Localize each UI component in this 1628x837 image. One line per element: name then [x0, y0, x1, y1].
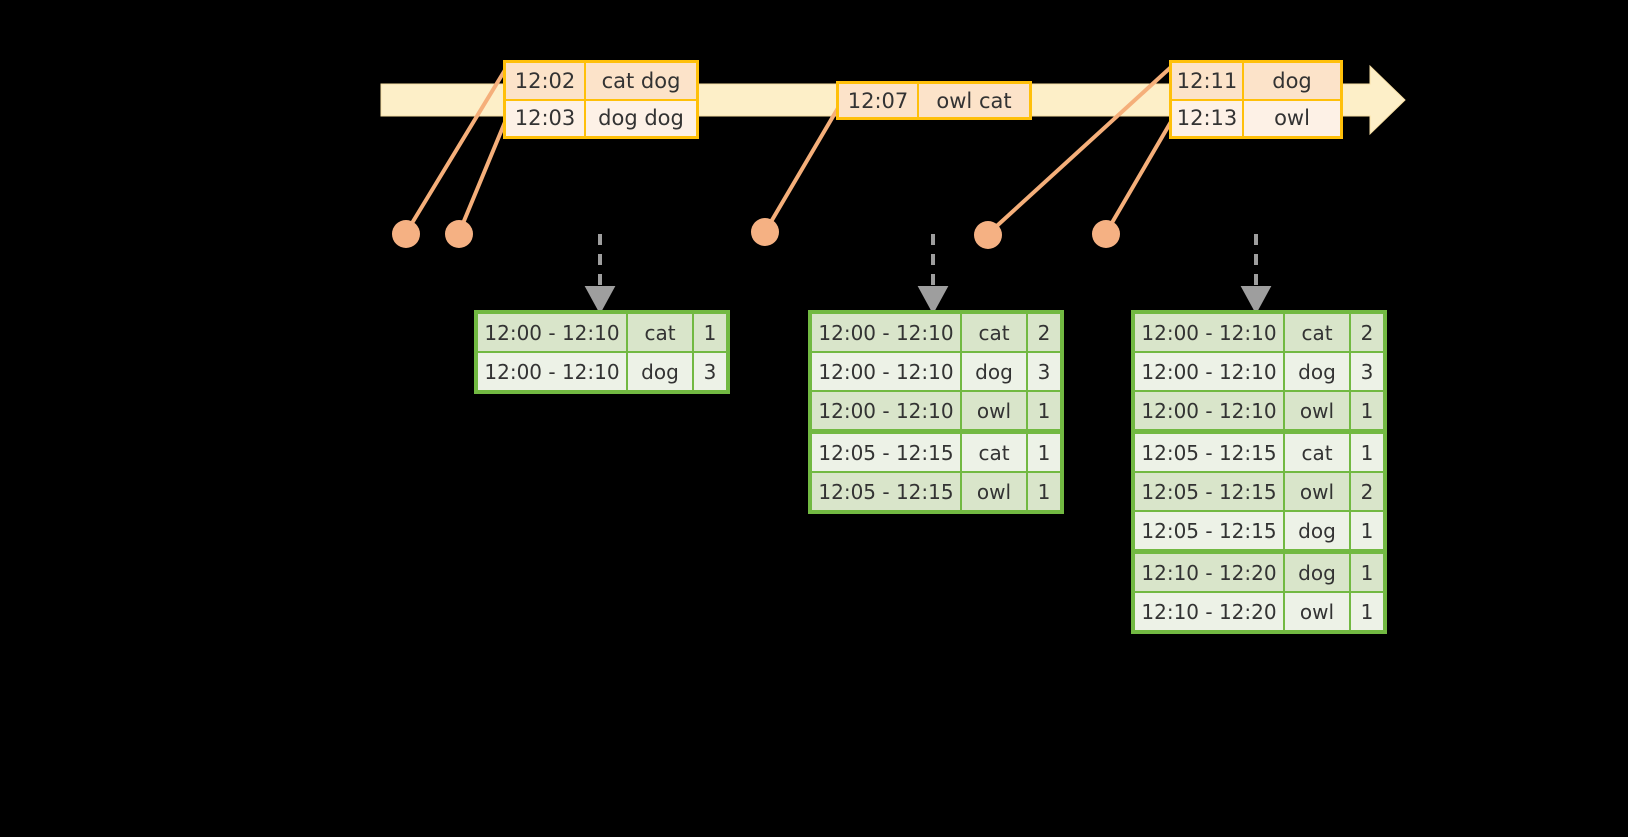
event-box-3: 12:11 dog 12:13 owl [1169, 60, 1343, 139]
count-cell: 2 [1028, 314, 1060, 351]
count-cell: 1 [1351, 512, 1383, 549]
event-words: owl [1244, 100, 1340, 136]
event-dot [974, 221, 1002, 249]
window-cell: 12:05 - 12:15 [812, 434, 960, 471]
event-time: 12:02 [506, 63, 586, 99]
word-cell: cat [962, 434, 1026, 471]
window-cell: 12:00 - 12:10 [1135, 314, 1283, 351]
window-cell: 12:00 - 12:10 [478, 353, 626, 390]
window-cell: 12:00 - 12:10 [1135, 392, 1283, 429]
count-cell: 3 [1028, 353, 1060, 390]
word-cell: cat [962, 314, 1026, 351]
event-dot [751, 218, 779, 246]
word-cell: dog [1285, 554, 1349, 591]
window-cell: 12:10 - 12:20 [1135, 554, 1283, 591]
event-words: cat dog [586, 63, 696, 99]
window-cell: 12:00 - 12:10 [812, 392, 960, 429]
count-cell: 2 [1351, 314, 1383, 351]
count-cell: 2 [1351, 473, 1383, 510]
word-cell: owl [962, 473, 1026, 510]
event-words: dog [1244, 63, 1340, 99]
window-cell: 12:05 - 12:15 [1135, 473, 1283, 510]
event-time: 12:13 [1172, 100, 1244, 136]
window-cell: 12:05 - 12:15 [1135, 512, 1283, 549]
emit-arrow [1240, 234, 1272, 315]
event-words: dog dog [586, 100, 696, 136]
word-cell: owl [962, 392, 1026, 429]
emit-arrows [584, 234, 1272, 315]
word-cell: owl [1285, 593, 1349, 630]
count-cell: 3 [694, 353, 726, 390]
event-box-2: 12:07 owl cat [836, 81, 1032, 120]
event-row: 12:13 owl [1172, 98, 1340, 136]
event-time: 12:03 [506, 100, 586, 136]
event-time: 12:07 [839, 84, 919, 117]
event-dot [392, 220, 420, 248]
count-cell: 1 [1028, 392, 1060, 429]
event-dot [1092, 220, 1120, 248]
word-cell: dog [1285, 353, 1349, 390]
count-cell: 1 [1351, 593, 1383, 630]
window-cell: 12:05 - 12:15 [812, 473, 960, 510]
window-cell: 12:00 - 12:10 [812, 314, 960, 351]
event-words: owl cat [919, 84, 1029, 117]
word-cell: cat [628, 314, 692, 351]
word-cell: cat [1285, 434, 1349, 471]
word-cell: owl [1285, 473, 1349, 510]
count-cell: 1 [1028, 473, 1060, 510]
event-box-1: 12:02 cat dog 12:03 dog dog [503, 60, 699, 139]
event-row: 12:02 cat dog [506, 63, 696, 99]
word-cell: dog [962, 353, 1026, 390]
count-cell: 1 [1351, 434, 1383, 471]
window-cell: 12:00 - 12:10 [1135, 353, 1283, 390]
word-cell: owl [1285, 392, 1349, 429]
word-cell: dog [628, 353, 692, 390]
event-row: 12:11 dog [1172, 63, 1340, 99]
event-time: 12:11 [1172, 63, 1244, 99]
emit-arrow [917, 234, 949, 315]
event-row: 12:03 dog dog [506, 98, 696, 136]
count-cell: 1 [1351, 554, 1383, 591]
emit-arrow [584, 234, 616, 315]
word-cell: cat [1285, 314, 1349, 351]
window-cell: 12:00 - 12:10 [478, 314, 626, 351]
window-cell: 12:10 - 12:20 [1135, 593, 1283, 630]
word-cell: dog [1285, 512, 1349, 549]
count-cell: 1 [1028, 434, 1060, 471]
count-cell: 1 [694, 314, 726, 351]
event-dots [392, 218, 1120, 249]
count-cell: 1 [1351, 392, 1383, 429]
window-cell: 12:05 - 12:15 [1135, 434, 1283, 471]
window-cell: 12:00 - 12:10 [812, 353, 960, 390]
count-cell: 3 [1351, 353, 1383, 390]
event-row: 12:07 owl cat [839, 84, 1029, 117]
event-dot [445, 220, 473, 248]
